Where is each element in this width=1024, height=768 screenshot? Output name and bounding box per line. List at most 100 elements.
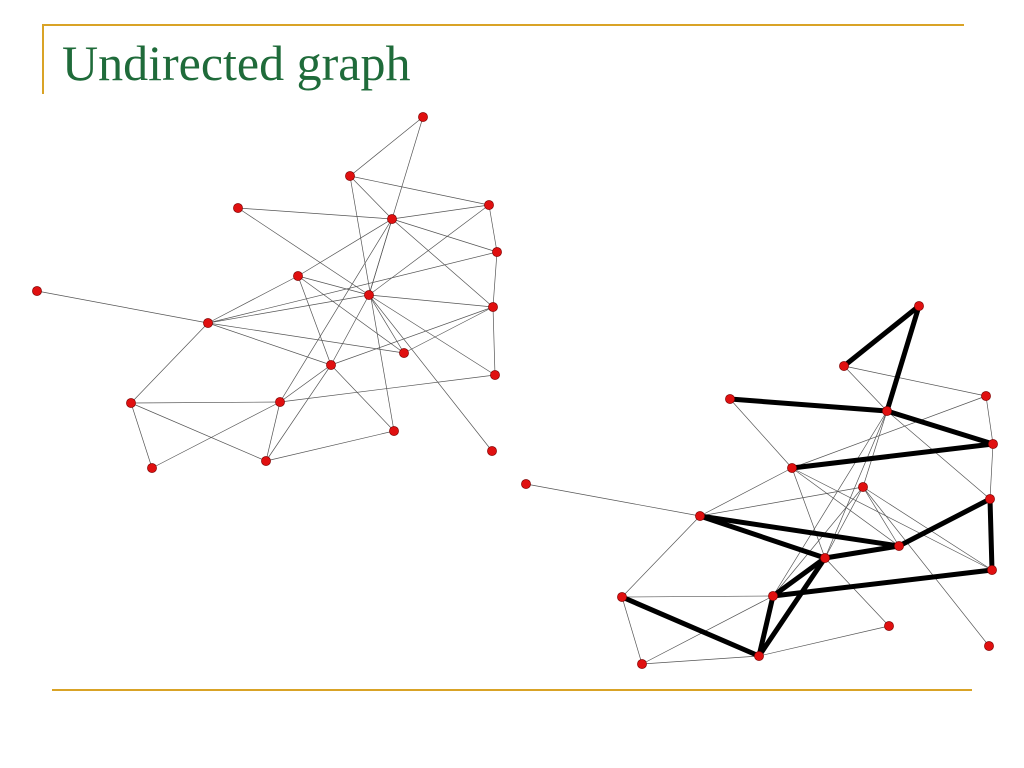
graph-edge — [349, 175, 490, 206]
graph-node — [275, 397, 285, 407]
graph-edge — [265, 364, 332, 462]
graph-edge — [130, 401, 281, 404]
graph-node — [147, 463, 157, 473]
graph-node — [488, 302, 498, 312]
graph-edge — [368, 204, 490, 296]
graph-node — [787, 463, 797, 473]
graph-node — [233, 203, 243, 213]
graph-edge — [525, 483, 701, 517]
graph-edge — [699, 467, 793, 517]
graph-node — [484, 200, 494, 210]
graph-edge — [330, 294, 370, 366]
graph-node — [203, 318, 213, 328]
graph-edge — [862, 410, 888, 488]
graph-edge — [772, 410, 888, 597]
graph-node — [364, 290, 374, 300]
highlighted-edge — [884, 408, 996, 447]
graph-node — [858, 482, 868, 492]
graph-edge — [843, 365, 987, 397]
graph-edge — [265, 401, 281, 462]
graph-node — [981, 391, 991, 401]
graph-edge — [297, 275, 370, 296]
graph-edge — [207, 275, 299, 324]
graph-node — [725, 394, 735, 404]
graph-edge — [130, 402, 153, 469]
highlighted-edge — [697, 513, 828, 561]
graph-edge — [824, 486, 864, 559]
graph-edge — [368, 294, 493, 452]
highlighted-edge — [619, 594, 762, 659]
graph-edge — [297, 275, 405, 354]
graph-node — [418, 112, 428, 122]
graph-node — [345, 171, 355, 181]
graph-node — [695, 511, 705, 521]
graph-edge — [279, 218, 393, 403]
graph-edge — [237, 207, 393, 220]
graph-edge — [368, 294, 494, 308]
graph-edge — [621, 595, 774, 598]
graph-node — [387, 214, 397, 224]
graph-node — [293, 271, 303, 281]
graph-edge — [297, 218, 393, 277]
graph-edge — [699, 486, 864, 517]
graph-node — [389, 426, 399, 436]
graph-edge — [391, 218, 494, 308]
graph-node — [399, 348, 409, 358]
side-rule — [42, 24, 44, 94]
highlighted-edge — [987, 496, 995, 573]
graph-node — [914, 301, 924, 311]
graph-edge — [862, 486, 990, 647]
graph-node — [987, 565, 997, 575]
graph-node — [492, 247, 502, 257]
slide-title: Undirected graph — [62, 35, 411, 91]
graph-edge — [621, 515, 701, 598]
highlighted-edge — [727, 396, 890, 414]
graph-edge — [330, 306, 494, 366]
graph-node — [984, 641, 994, 651]
graph-edge — [824, 557, 890, 627]
graph-edge — [391, 204, 490, 220]
graph-node — [487, 446, 497, 456]
graph-node — [988, 439, 998, 449]
graph-node — [884, 621, 894, 631]
graph-edge — [989, 443, 994, 500]
graph-node — [839, 361, 849, 371]
graph-right — [521, 301, 998, 669]
graph-edge — [349, 175, 393, 220]
graph-edge — [297, 275, 332, 366]
graph-edge — [391, 218, 498, 253]
highlighted-edge — [884, 303, 922, 414]
graph-edge — [791, 467, 826, 559]
graph-node — [768, 591, 778, 601]
highlighted-edge — [756, 555, 828, 659]
bottom-rule — [52, 689, 972, 691]
graph-edge — [862, 486, 900, 547]
graph-edge — [368, 294, 496, 376]
graph-edge — [641, 655, 760, 665]
graph-edge — [330, 364, 395, 432]
highlighted-edge — [756, 593, 776, 659]
graph-edge — [488, 204, 498, 253]
graph-node — [521, 479, 531, 489]
graph-node — [261, 456, 271, 466]
graph-node — [882, 406, 892, 416]
highlighted-edge — [770, 567, 995, 599]
highlighted-edge — [841, 303, 922, 369]
graph-edge — [279, 374, 496, 403]
graph-edge — [886, 410, 991, 500]
graph-edge — [349, 116, 424, 177]
graph-node — [32, 286, 42, 296]
graph-edge — [279, 364, 332, 403]
graph-edge — [772, 486, 864, 597]
graph-edge — [791, 467, 900, 547]
highlighted-edge — [770, 555, 828, 599]
graph-edge — [403, 306, 494, 354]
graph-edge — [729, 398, 793, 469]
graph-edge — [207, 251, 498, 324]
graph-edge — [207, 322, 405, 354]
graph-edge — [130, 322, 209, 404]
graph-node — [820, 553, 830, 563]
graph-node — [617, 592, 627, 602]
graph-node — [326, 360, 336, 370]
top-rule — [42, 24, 964, 26]
